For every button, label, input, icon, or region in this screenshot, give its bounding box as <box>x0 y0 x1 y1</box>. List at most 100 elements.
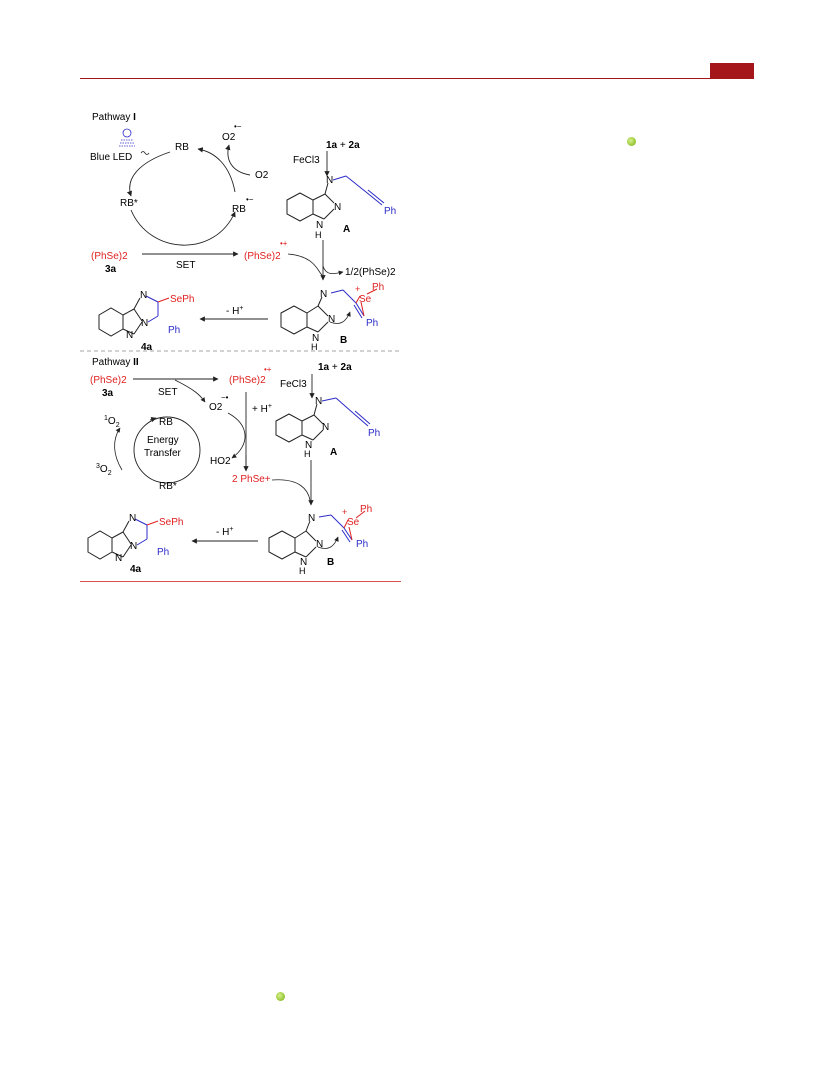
rb-label-2: RB <box>159 417 173 428</box>
intermediate-A-structure-2 <box>275 397 371 443</box>
cycle-arrow-bottom <box>130 209 236 246</box>
phse2-radical-cation: (PhSe)2 <box>244 251 281 262</box>
ring-nh-h-B-2: H <box>299 566 306 576</box>
seph-label-4a-2: SePh <box>159 517 183 528</box>
imine-n-B: N <box>320 289 327 300</box>
o2-reduction-arrow <box>225 144 251 176</box>
n-bridge-4a: N <box>141 318 148 329</box>
light-bulb-icon <box>119 128 135 147</box>
superoxide-charge-2: −• <box>221 393 229 402</box>
intermediate-B-structure <box>280 288 378 335</box>
phse2-reactant: (PhSe)2 <box>91 251 128 262</box>
ph-label-B: Ph <box>366 318 378 329</box>
green-dot-icon <box>627 137 636 146</box>
ph-se-label-B: Ph <box>372 282 384 293</box>
ho2-label: HO2 <box>210 456 231 467</box>
rb-cycle-arrowhead <box>149 416 157 423</box>
n-ring-4a: N <box>126 330 133 341</box>
ph-label-B-2: Ph <box>356 539 368 550</box>
header-rule <box>80 78 754 79</box>
ring-nh-h: H <box>315 230 322 240</box>
seph-label-4a: SePh <box>170 294 194 305</box>
superoxide-label: O2 <box>222 132 236 143</box>
label-4a-2: 4a <box>130 564 142 575</box>
ring-nh-h-2: H <box>304 449 311 459</box>
n-4a-2: N <box>129 513 136 524</box>
ring-nh-h-B: H <box>311 342 318 352</box>
product-4a-structure-2 <box>87 518 159 560</box>
imine-n: N <box>326 175 333 186</box>
imine-n-2: N <box>315 396 322 407</box>
cycle-arrow-left <box>126 151 171 197</box>
ring-nh-B-2: N <box>300 557 307 568</box>
rb-radical-label: RB <box>232 204 246 215</box>
scheme-bottom-rule <box>80 581 401 582</box>
transfer-label: Transfer <box>144 448 182 459</box>
ring-n-2: N <box>322 422 329 433</box>
green-dot-icon <box>276 992 285 1001</box>
label-B-2: B <box>327 557 334 568</box>
label-3a: 3a <box>105 264 117 275</box>
ph-label-A: Ph <box>384 206 396 217</box>
set-label: SET <box>176 260 195 271</box>
ph-label-A-2: Ph <box>368 428 380 439</box>
label-B: B <box>340 335 347 346</box>
pathway-1-title: Pathway I <box>92 112 136 123</box>
set-label-2: SET <box>158 387 177 398</box>
ring-nh-2: N <box>305 440 312 451</box>
superoxide-charge: •− <box>234 122 242 131</box>
rb-radical-charge: •− <box>246 195 254 204</box>
pathway-2-title: Pathway II <box>92 357 139 368</box>
reactants-label: 1a + 2a <box>326 140 360 151</box>
n-bridge-4a-2: N <box>130 541 137 552</box>
triplet-o2-label: 3O2 <box>96 463 112 477</box>
intermediate-B-structure-2 <box>268 510 366 560</box>
energy-transfer-circle <box>133 416 201 484</box>
two-phse-label: 2 PhSe+ <box>232 474 271 485</box>
protonation-arrow <box>227 412 246 459</box>
se-label-B-2: Se <box>347 517 360 528</box>
se-charge-B-2: + <box>342 507 347 517</box>
fecl3-label-2: FeCl3 <box>280 379 307 390</box>
radical-cation-charge: •+ <box>280 239 288 248</box>
rb-star-label: RB* <box>120 198 138 209</box>
ph-se-label-B-2: Ph <box>360 504 372 515</box>
ph-label-4a-2: Ph <box>157 547 169 558</box>
plus-h-label: + H+ <box>252 403 272 415</box>
n-4a: N <box>140 290 147 301</box>
ring-n-B: N <box>328 314 335 325</box>
ph-label-4a: Ph <box>168 325 180 336</box>
superoxide-formation-arrow <box>174 379 206 403</box>
ring-nh: N <box>316 220 323 231</box>
light-squiggle <box>140 151 150 155</box>
ring-n-B-2: N <box>316 539 323 550</box>
cyclization-arrow-2 <box>317 536 339 549</box>
label-A: A <box>343 224 350 235</box>
label-A-2: A <box>330 447 337 458</box>
oxygen-sensitization-arrow <box>114 427 123 471</box>
label-3a-2: 3a <box>102 388 114 399</box>
singlet-o2-label: 1O2 <box>104 415 120 429</box>
minus-h-label-2: - H+ <box>216 526 233 538</box>
header-tab <box>710 63 754 78</box>
half-phse2-arrow <box>322 265 344 276</box>
rb-star-label-2: RB* <box>159 481 177 492</box>
blue-led-label: Blue LED <box>90 152 132 163</box>
imine-n-B-2: N <box>308 513 315 524</box>
half-phse2-label: 1/2(PhSe)2 <box>345 267 396 278</box>
phse-join <box>271 479 311 501</box>
cyclization-arrow <box>329 311 351 324</box>
ring-nh-B: N <box>312 333 319 344</box>
reactants-label-2: 1a + 2a <box>318 362 352 373</box>
n-ring-4a-2: N <box>115 553 122 564</box>
intermediate-A-structure <box>286 175 385 222</box>
energy-label: Energy <box>147 435 179 446</box>
phse2-reactant-2: (PhSe)2 <box>90 375 127 386</box>
se-charge-B: + <box>355 284 360 294</box>
product-4a-structure <box>98 295 170 337</box>
radical-cation-join <box>287 253 323 276</box>
label-4a: 4a <box>141 342 153 353</box>
cycle-arrow-right <box>197 147 236 193</box>
o2-label: O2 <box>255 170 269 181</box>
